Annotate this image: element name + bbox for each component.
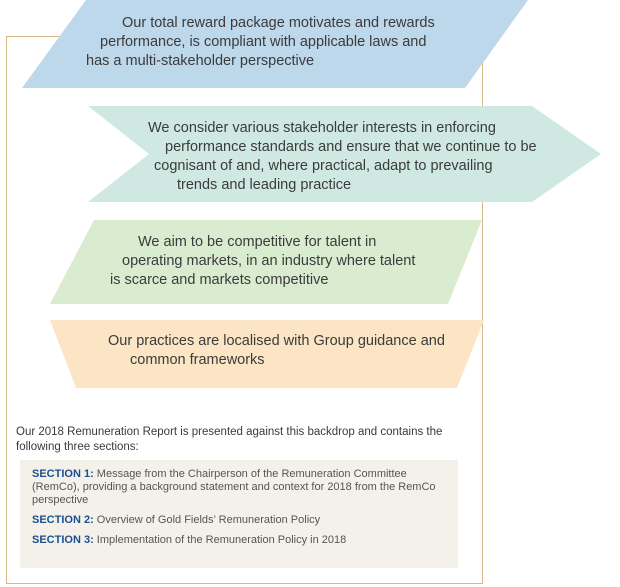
banner-2-text: We consider various stakeholder interest… <box>140 119 537 195</box>
banner-1-shape <box>22 0 528 88</box>
banner-1-text: Our total reward package motivates and r… <box>76 14 435 71</box>
banner-2-line: cognisant of and, where practical, adapt… <box>154 158 493 174</box>
banner-2-line: trends and leading practice <box>177 177 352 193</box>
banner-2-line: performance standards and ensure that we… <box>165 139 537 155</box>
banner-2-line: We consider various stakeholder interest… <box>148 120 496 136</box>
banner-3-line: is scarce and markets competitive <box>110 272 329 288</box>
section-item-3: SECTION 3: Implementation of the Remuner… <box>32 534 448 547</box>
banner-3-text: We aim to be competitive for talent in o… <box>110 233 415 290</box>
banner-1-line: Our total reward package motivates and r… <box>122 15 435 31</box>
intro-paragraph: Our 2018 Remuneration Report is presente… <box>16 426 443 453</box>
section-item-2: SECTION 2: Overview of Gold Fields’ Remu… <box>32 514 448 527</box>
banner-4-text: Our practices are localised with Group g… <box>108 332 445 370</box>
section-description: Message from the Chairperson of the Remu… <box>32 468 436 506</box>
banner-3-line: operating markets, in an industry where … <box>122 253 416 269</box>
section-description: Overview of Gold Fields’ Remuneration Po… <box>93 514 321 526</box>
banner-2-shape <box>88 106 601 202</box>
sections-box: SECTION 1: Message from the Chairperson … <box>20 460 458 568</box>
section-item-1: SECTION 1: Message from the Chairperson … <box>32 468 448 507</box>
section-label: SECTION 3: <box>32 534 94 546</box>
section-description: Implementation of the Remuneration Polic… <box>93 534 347 546</box>
section-label: SECTION 2: <box>32 514 94 526</box>
banner-shapes <box>22 0 601 388</box>
banner-1-line: has a multi-stakeholder perspective <box>86 53 315 69</box>
banner-4-line: common frameworks <box>130 352 265 368</box>
banner-4-shape <box>50 320 484 388</box>
section-label: SECTION 1: <box>32 468 94 480</box>
banner-1-line: performance, is compliant with applicabl… <box>100 34 427 50</box>
banner-3-line: We aim to be competitive for talent in <box>138 234 377 250</box>
banner-3-shape <box>50 220 482 304</box>
banner-4-line: Our practices are localised with Group g… <box>108 333 445 349</box>
